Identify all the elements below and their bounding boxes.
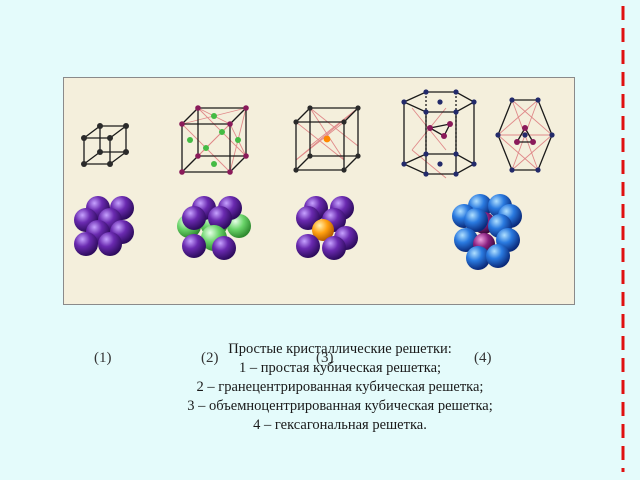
hexagonal-spheres — [452, 194, 522, 270]
bcc-lattice — [293, 105, 361, 173]
caption-title: Простые кристаллические решетки: — [228, 341, 452, 357]
simple-cubic-spheres — [74, 196, 134, 256]
label-1: (1) — [94, 350, 112, 366]
fcc-spheres — [177, 196, 251, 260]
hexagonal-lattice — [401, 89, 477, 179]
label-4: (4) — [474, 350, 492, 366]
simple-cubic-lattice — [81, 123, 129, 167]
red-dashed-border — [621, 6, 625, 472]
figure-caption: Простые кристаллические решетки: 1 – про… — [0, 340, 640, 435]
caption-line-3: 3 – объемноцентрированная кубическая реш… — [187, 398, 493, 414]
fcc-lattice — [179, 105, 249, 175]
hexagonal-top-view — [495, 97, 555, 173]
label-3: (3) — [316, 350, 334, 366]
label-2: (2) — [201, 350, 219, 366]
caption-line-4: 4 – гексагональная решетка. — [253, 417, 427, 433]
lattice-drawings — [74, 89, 555, 270]
bcc-spheres — [296, 196, 358, 260]
caption-line-1: 1 – простая кубическая решетка; — [238, 360, 442, 376]
caption-line-2: 2 – гранецентрированная кубическая решет… — [196, 379, 484, 395]
crystal-lattice-figure: (1) (2) (3) (4) — [63, 77, 575, 366]
